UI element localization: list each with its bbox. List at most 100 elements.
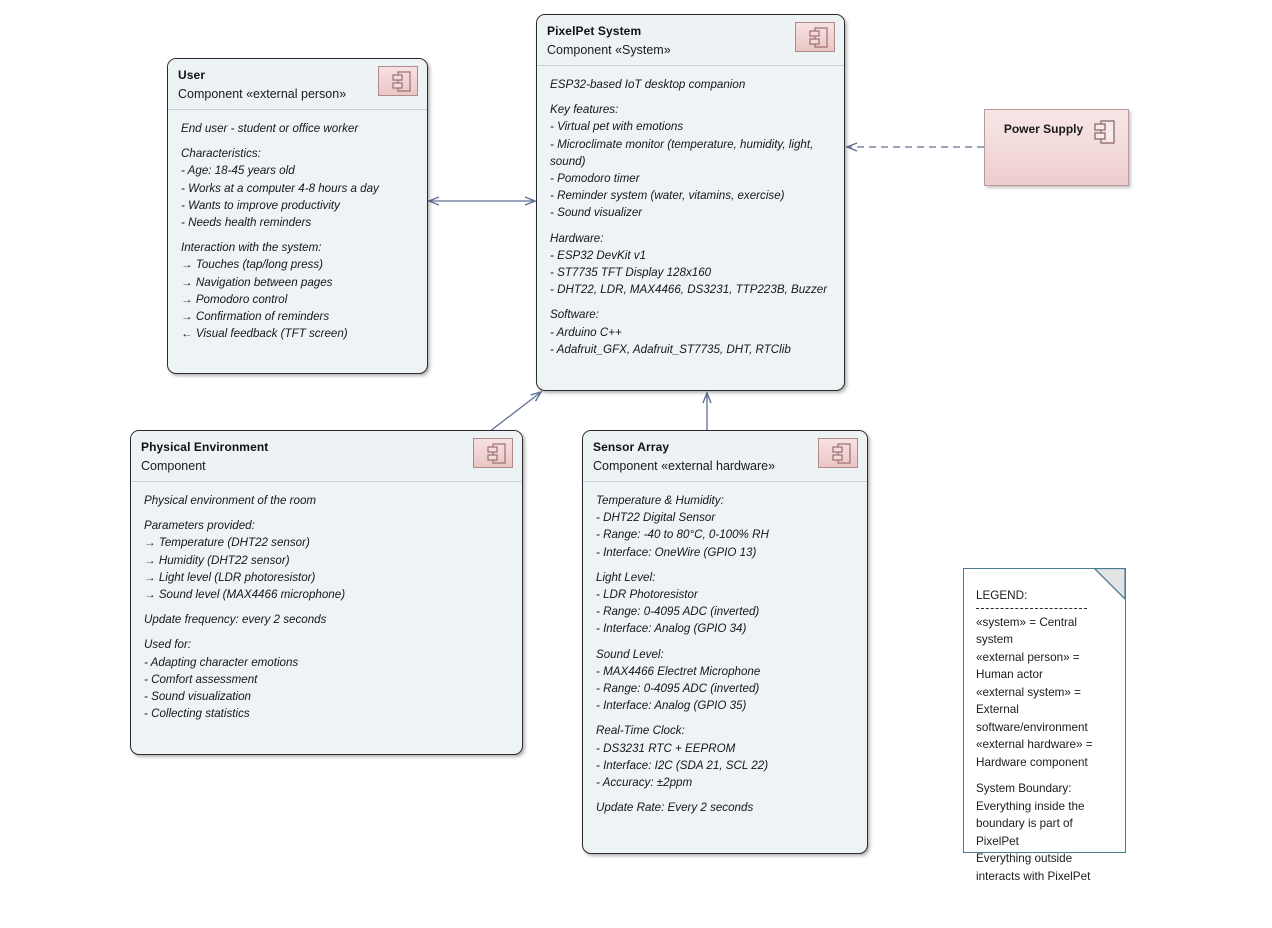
component-title: User (178, 68, 206, 82)
component-stereotype: Component «external person» (178, 87, 347, 101)
component-header: Physical Environment Component (131, 431, 522, 482)
component-body-line: → Temperature (DHT22 sensor) (144, 536, 310, 550)
component-body-line: - Interface: Analog (GPIO 35) (596, 699, 747, 713)
spacer (144, 628, 510, 636)
component-body-line: - DHT22, LDR, MAX4466, DS3231, TTP223B, … (550, 283, 828, 297)
spacer (550, 298, 832, 306)
component-title: Sensor Array (593, 440, 670, 454)
component-body-line: - Age: 18-45 years old (181, 164, 295, 178)
component-body-line: → Touches (tap/long press) (181, 258, 323, 272)
power-supply-label: Power Supply (1003, 122, 1084, 136)
component-header: User Component «external person» (168, 59, 427, 110)
component-body-line: - ESP32 DevKit v1 (550, 248, 647, 262)
component-body-line: Light Level: (596, 570, 656, 584)
spacer (596, 638, 855, 646)
component-body-line: Sound Level: (596, 647, 664, 661)
component-pixelpet-system[interactable]: PixelPet System Component «System» ESP32… (536, 14, 845, 391)
component-body-line: - ST7735 TFT Display 128x160 (550, 266, 712, 280)
spacer (596, 791, 855, 799)
component-stereotype: Component «System» (547, 43, 671, 57)
spacer (181, 137, 415, 145)
uml-component-icon (378, 66, 418, 96)
connector-physical-environment-to-pixelpet (488, 390, 543, 433)
component-body-line: - Interface: Analog (GPIO 34) (596, 622, 747, 636)
component-body-line: - Adapting character emotions (144, 655, 299, 669)
component-body-line: → Navigation between pages (181, 275, 333, 289)
component-body-line: End user - student or office worker (181, 122, 359, 135)
component-body-line: Real-Time Clock: (596, 724, 685, 738)
component-body-line: Update frequency: every 2 seconds (144, 613, 327, 627)
legend-line: «external hardware» = Hardware component (976, 738, 1096, 769)
spacer (181, 231, 415, 239)
component-user[interactable]: User Component «external person» End use… (167, 58, 428, 374)
component-title: Physical Environment (141, 440, 269, 454)
uml-component-icon (795, 22, 835, 52)
component-body-line: → Light level (LDR photoresistor) (144, 570, 316, 584)
component-body-line: → Confirmation of reminders (181, 310, 330, 324)
spacer (976, 771, 1115, 780)
component-body-line: - Adafruit_GFX, Adafruit_ST7735, DHT, RT… (550, 342, 791, 356)
legend-divider (976, 607, 1087, 609)
uml-component-icon (473, 438, 513, 468)
component-physical-environment[interactable]: Physical Environment Component Physical … (130, 430, 523, 755)
component-body-line: → Sound level (MAX4466 microphone) (144, 588, 346, 602)
component-stereotype: Component «external hardware» (593, 459, 776, 473)
component-body-line: - Needs health reminders (181, 216, 312, 230)
legend-lines: «system» = Central system«external perso… (976, 614, 1115, 886)
spacer (596, 561, 855, 569)
component-body-line: - Collecting statistics (144, 707, 250, 721)
component-body-line: - Comfort assessment (144, 672, 258, 686)
component-body-line: - Virtual pet with emotions (550, 120, 684, 134)
component-body-line: - MAX4466 Electret Microphone (596, 664, 761, 678)
component-title: PixelPet System (547, 24, 642, 38)
component-body-line: - Works at a computer 4-8 hours a day (181, 181, 379, 195)
component-body-line: Software: (550, 308, 599, 322)
component-body-line: Parameters provided: (144, 519, 255, 533)
legend-line: Everything inside the boundary is part o… (976, 799, 1088, 848)
component-body-line: - Range: 0-4095 ADC (inverted) (596, 682, 760, 696)
component-body-line: - LDR Photoresistor (596, 588, 698, 602)
component-body-line: - DS3231 RTC + EEPROM (596, 741, 736, 755)
component-body-line: Hardware: (550, 231, 604, 245)
component-body-line: Temperature & Humidity: (596, 494, 724, 507)
legend-line: «system» = Central system (976, 615, 1081, 647)
uml-component-icon (818, 438, 858, 468)
component-stereotype: Component (141, 459, 206, 473)
legend-line: System Boundary: (976, 782, 1072, 795)
component-body-line: - Arduino C++ (550, 325, 622, 339)
component-body-line: - Accuracy: ±2ppm (596, 776, 693, 790)
component-body-line: - Range: 0-4095 ADC (inverted) (596, 605, 760, 619)
component-body-line: - Wants to improve productivity (181, 198, 340, 212)
component-body-line: Characteristics: (181, 147, 261, 161)
component-body-line: Physical environment of the room (144, 494, 317, 507)
component-body-line: - Sound visualization (144, 690, 251, 704)
legend-heading: LEGEND: (976, 589, 1028, 602)
component-body-line: ESP32-based IoT desktop companion (550, 78, 746, 91)
component-header: PixelPet System Component «System» (537, 15, 844, 66)
legend-line: Everything outside interacts with PixelP… (976, 852, 1091, 883)
component-body-line: - Range: -40 to 80°C, 0-100% RH (596, 528, 769, 542)
component-header: Sensor Array Component «external hardwar… (583, 431, 867, 482)
component-body-line: - Interface: I2C (SDA 21, SCL 22) (596, 758, 769, 772)
legend-line: «external system» = External software/en… (976, 685, 1088, 734)
spacer (596, 714, 855, 722)
component-body: Temperature & Humidity:- DHT22 Digital S… (583, 482, 867, 827)
legend-line: «external person» = Human actor (976, 650, 1083, 682)
component-body-line: Interaction with the system: (181, 241, 322, 255)
spacer (144, 509, 510, 517)
component-power-supply[interactable]: Power Supply (984, 109, 1129, 186)
legend-body: LEGEND: «system» = Central system«extern… (964, 569, 1125, 895)
component-body-line: ← Visual feedback (TFT screen) (181, 327, 348, 341)
uml-component-icon (1094, 120, 1116, 151)
component-body-line: Key features: (550, 103, 619, 117)
component-body-line: - Reminder system (water, vitamins, exer… (550, 189, 785, 203)
legend-note: LEGEND: «system» = Central system«extern… (963, 568, 1126, 883)
component-body-line: - Interface: OneWire (GPIO 13) (596, 545, 757, 559)
component-sensor-array[interactable]: Sensor Array Component «external hardwar… (582, 430, 868, 854)
component-body-line: Update Rate: Every 2 seconds (596, 801, 754, 815)
note-fold-corner (1094, 568, 1126, 600)
